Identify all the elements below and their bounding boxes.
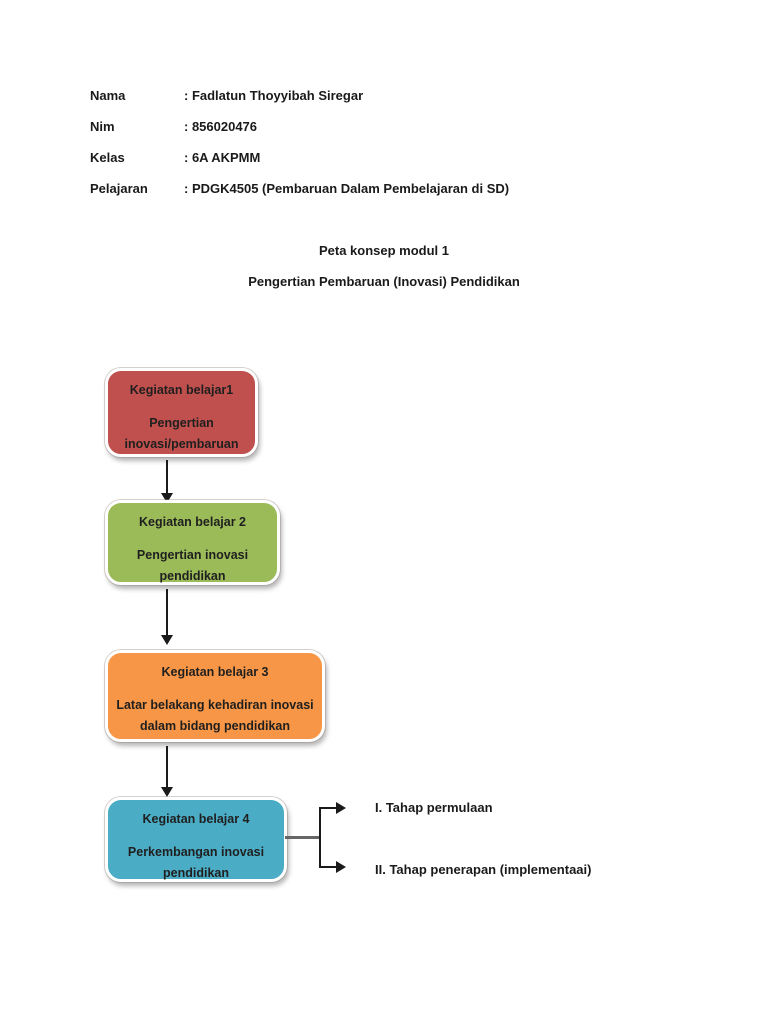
branch-label-tahap-permulaan: I. Tahap permulaan bbox=[375, 800, 493, 815]
arrow-right-icon bbox=[320, 861, 346, 873]
connector-stub-line bbox=[285, 836, 320, 839]
page-title: Peta konsep modul 1 bbox=[318, 243, 450, 258]
page-subtitle: Pengertian Pembaruan (Inovasi) Pendidika… bbox=[248, 274, 520, 289]
arrow-down-icon bbox=[161, 589, 173, 645]
node-desc: Pengertian inovasi/pembaruan bbox=[108, 413, 255, 454]
info-row-nama: Nama : Fadlatun Thoyyibah Siregar bbox=[90, 88, 509, 119]
info-value: : 856020476 bbox=[184, 119, 258, 134]
info-row-kelas: Kelas : 6A AKPMM bbox=[90, 150, 509, 181]
node-desc-line: dalam bidang pendidikan bbox=[139, 718, 291, 733]
info-row-pelajaran: Pelajaran : PDGK4505 (Pembaruan Dalam Pe… bbox=[90, 181, 509, 212]
info-value: : Fadlatun Thoyyibah Siregar bbox=[184, 88, 364, 103]
arrow-right-icon bbox=[320, 802, 346, 814]
info-label: Nama bbox=[90, 88, 126, 103]
student-info-block: Nama : Fadlatun Thoyyibah Siregar Nim : … bbox=[90, 88, 509, 212]
branch-label-tahap-penerapan: II. Tahap penerapan (implementaai) bbox=[375, 862, 592, 877]
node-desc: Pengertian inovasi pendidikan bbox=[108, 545, 277, 586]
info-value: : 6A AKPMM bbox=[184, 150, 261, 165]
node-desc-line: Pengertian bbox=[149, 416, 214, 430]
node-kegiatan-belajar-2: Kegiatan belajar 2 Pengertian inovasi pe… bbox=[105, 500, 280, 585]
node-desc: Latar belakang kehadiran inovasi dalam b… bbox=[108, 695, 322, 736]
node-title: Kegiatan belajar1 bbox=[129, 383, 234, 397]
node-kegiatan-belajar-1: Kegiatan belajar1 Pengertian inovasi/pem… bbox=[105, 368, 258, 457]
node-desc-line: pendidikan bbox=[159, 568, 226, 583]
node-desc-line: pendidikan bbox=[163, 865, 229, 880]
info-label: Nim bbox=[90, 119, 115, 134]
info-label: Kelas bbox=[90, 150, 125, 165]
info-value: : PDGK4505 (Pembaruan Dalam Pembelajaran… bbox=[184, 181, 510, 196]
node-desc-line: inovasi/pembaruan bbox=[124, 436, 239, 451]
node-title: Kegiatan belajar 2 bbox=[139, 515, 246, 529]
node-kegiatan-belajar-4: Kegiatan belajar 4 Perkembangan inovasi … bbox=[105, 797, 287, 882]
node-desc-line: Pengertian inovasi bbox=[136, 548, 249, 562]
node-desc-line: Latar belakang kehadiran inovasi bbox=[116, 698, 314, 712]
node-desc-line: Perkembangan inovasi bbox=[127, 845, 265, 859]
info-row-nim: Nim : 856020476 bbox=[90, 119, 509, 150]
info-label: Pelajaran bbox=[90, 181, 148, 196]
node-title: Kegiatan belajar 4 bbox=[142, 812, 250, 826]
node-desc: Perkembangan inovasi pendidikan bbox=[108, 842, 284, 883]
arrow-down-icon bbox=[161, 746, 173, 797]
connector-vertical-line bbox=[319, 807, 321, 868]
arrow-down-icon bbox=[161, 460, 173, 503]
node-kegiatan-belajar-3: Kegiatan belajar 3 Latar belakang kehadi… bbox=[105, 650, 325, 742]
node-title: Kegiatan belajar 3 bbox=[161, 665, 269, 679]
